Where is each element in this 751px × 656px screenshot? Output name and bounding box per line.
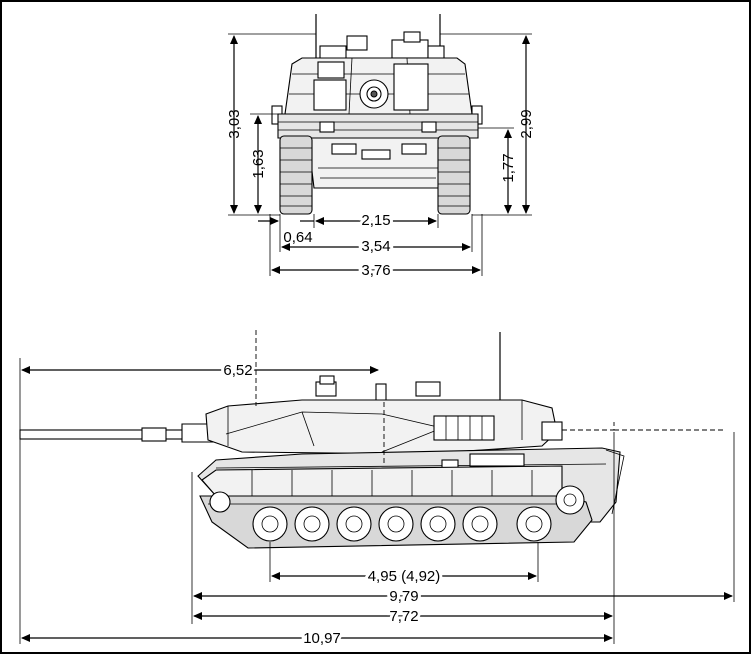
- dim-hull-height-right: 1,77: [500, 153, 517, 182]
- dimension-labels: 3,03 1,63 2,99 1,77 2,15 0,64 3,54 3,76 …: [220, 109, 535, 650]
- dim-height-total-right: 2,99: [518, 109, 535, 138]
- dim-overall-width: 3,76: [361, 262, 390, 279]
- side-view-tank: [19, 332, 724, 549]
- dim-ground-contact: 4,95 (4,92): [368, 568, 441, 585]
- dim-length-turret-rear: 9,79: [389, 588, 418, 605]
- front-view-tank: [271, 14, 483, 215]
- dim-hull-height-left: 1,63: [250, 149, 267, 178]
- dim-gun-overhang: 6,52: [223, 362, 252, 379]
- dim-hull-length: 7,72: [389, 608, 418, 625]
- dim-track-width: 0,64: [283, 229, 312, 246]
- dim-height-total-left: 3,03: [226, 109, 243, 138]
- front-view-dimensions: [228, 33, 532, 276]
- dim-track-gap: 2,15: [361, 212, 390, 229]
- dim-length-gun-forward: 10,97: [303, 630, 341, 647]
- side-view-dimensions: [19, 330, 735, 644]
- dim-track-outer: 3,54: [361, 238, 390, 255]
- road-wheels: [209, 485, 585, 542]
